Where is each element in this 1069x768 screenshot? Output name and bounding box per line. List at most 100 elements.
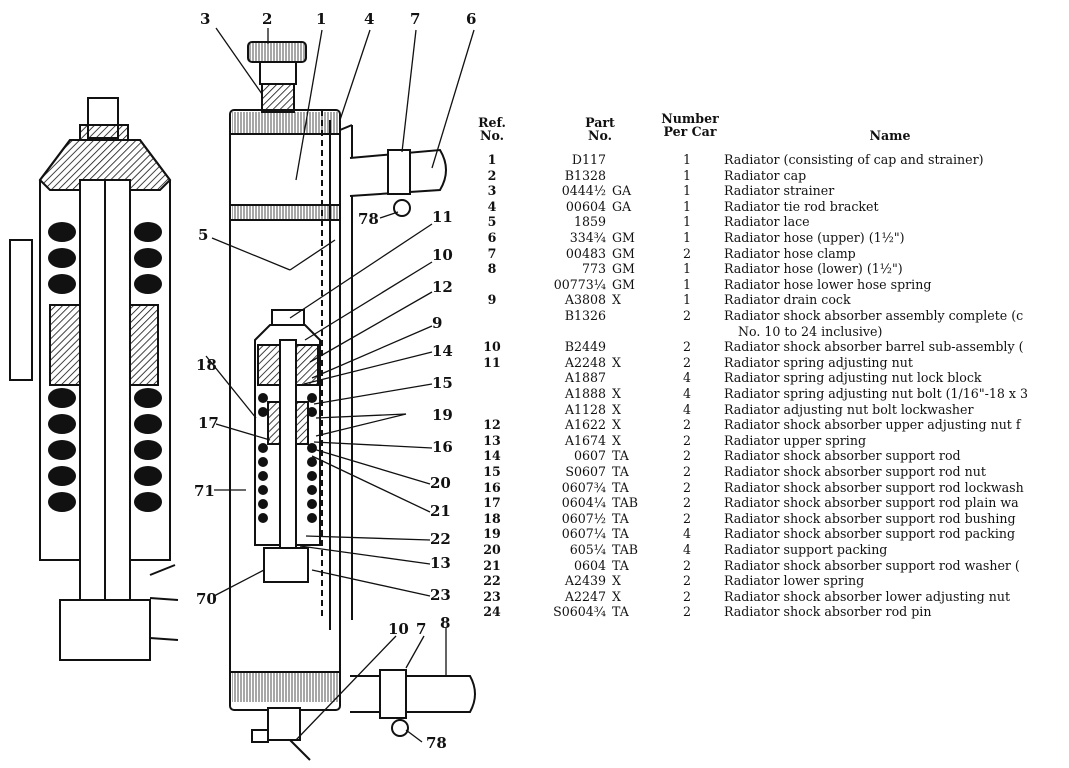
part-no-cell: S0607: [565, 464, 606, 479]
callout-21: 20: [430, 474, 451, 492]
part-no-cell: A2247: [564, 588, 606, 604]
header-part-line2: No.: [587, 128, 613, 143]
ref-cell: 10: [483, 339, 501, 355]
lower-hose: [251, 669, 476, 761]
name-cell: Radiator upper spring: [724, 432, 866, 448]
callout-4: 4: [364, 10, 374, 28]
part-suffix-cell: TA: [612, 464, 629, 479]
name-cell: Radiator shock absorber support rod wash…: [724, 557, 1020, 573]
name-cell: Radiator (consisting of cap and strainer…: [724, 152, 984, 167]
header-number-line1: Number: [661, 111, 719, 126]
callout-15: 14: [432, 342, 453, 360]
callout-14: 13: [430, 554, 451, 572]
callout-11: 10: [432, 246, 453, 264]
callout-5: 5: [198, 226, 208, 244]
part-suffix-cell: TAB: [612, 542, 639, 557]
callout-18: 17: [198, 414, 219, 432]
part-no-cell: 0604¼: [561, 495, 606, 511]
ref-cell: 15: [483, 464, 501, 479]
callout-6: 6: [466, 10, 476, 28]
callout-23: 22: [430, 530, 451, 548]
callout-9: 10: [388, 620, 409, 638]
ref-cell: 16: [483, 479, 501, 495]
ref-cell: 12: [483, 417, 501, 433]
callout-16: 15: [432, 374, 453, 392]
header-ref: Ref. No.: [470, 116, 514, 142]
part-no-cell: S0604¾: [553, 604, 606, 620]
part-no-cell: B2449: [564, 339, 606, 355]
header-number: Number Per Car: [650, 112, 730, 138]
header-part: Part No.: [560, 116, 640, 142]
quantity-cell: 1: [682, 183, 691, 199]
quantity-cell: 4: [682, 370, 691, 386]
part-suffix-cell: TA: [612, 448, 629, 464]
part-suffix-cell: GM: [612, 261, 635, 277]
ref-cell: 1: [487, 152, 497, 167]
ref-cell: 19: [483, 526, 501, 542]
header-name: Name: [869, 128, 911, 143]
quantity-cell: 2: [682, 479, 691, 495]
name-cell: Radiator hose (upper) (1½"): [724, 230, 905, 245]
part-no-cell: 334¾: [569, 230, 606, 245]
part-no-cell: B1328: [564, 167, 606, 183]
callout-7-lower: 7: [416, 620, 426, 638]
part-suffix-cell: TAB: [612, 495, 639, 511]
quantity-cell: 2: [682, 432, 691, 448]
name-cell: Radiator lace: [724, 214, 810, 230]
part-no-cell: A3808: [564, 292, 606, 308]
name-cell: Radiator spring adjusting nut bolt (1/16…: [724, 386, 1029, 401]
quantity-cell: 2: [682, 354, 691, 370]
part-no-cell: 1859: [573, 214, 606, 230]
name-cell: No. 10 to 24 inclusive): [738, 323, 883, 339]
part-no-cell: 00483: [565, 245, 606, 261]
name-cell: Radiator shock absorber barrel sub-assem…: [724, 339, 1024, 355]
ref-cell: 13: [483, 432, 501, 448]
callout-24: 23: [430, 586, 451, 604]
quantity-cell: 1: [682, 167, 691, 183]
callout-leaders: [205, 27, 475, 743]
callout-8: 8: [440, 614, 450, 632]
name-cell: Radiator strainer: [724, 183, 835, 199]
part-no-cell: 00773¼: [553, 276, 606, 292]
part-suffix-cell: TA: [612, 526, 629, 542]
name-cell: Radiator support packing: [724, 542, 888, 557]
shock-absorber-section-view: [9, 97, 179, 661]
ref-cell: 3: [487, 183, 497, 199]
part-suffix-cell: X: [612, 386, 621, 401]
part-no-cell: B1326: [564, 308, 606, 323]
part-suffix-cell: X: [612, 417, 621, 433]
part-suffix-cell: TA: [612, 510, 629, 526]
part-no-cell: 0444½: [561, 183, 606, 199]
part-suffix-cell: GM: [612, 230, 635, 245]
part-suffix-cell: X: [612, 573, 621, 589]
part-suffix-cell: GM: [612, 276, 635, 292]
name-cell: Radiator shock absorber upper adjusting …: [724, 417, 1021, 433]
name-cell: Radiator hose clamp: [724, 245, 856, 261]
quantity-cell: 2: [682, 464, 691, 479]
header-ref-line2: No.: [479, 128, 505, 143]
quantity-cell: 1: [682, 152, 691, 167]
part-no-cell: 605¼: [569, 542, 606, 557]
part-suffix-cell: X: [612, 354, 621, 370]
part-no-cell: A2248: [564, 354, 606, 370]
part-suffix-cell: X: [612, 401, 621, 417]
quantity-cell: 2: [682, 448, 691, 464]
ref-cell: 4: [487, 198, 497, 214]
name-cell: Radiator shock absorber assembly complet…: [724, 308, 1024, 323]
name-cell: Radiator shock absorber lower adjusting …: [724, 588, 1011, 604]
part-suffix-cell: GA: [612, 183, 632, 199]
ref-cell: 24: [483, 604, 501, 620]
quantity-cell: 1: [682, 276, 691, 292]
part-suffix-cell: GM: [612, 245, 635, 261]
quantity-cell: 2: [682, 573, 691, 589]
quantity-cell: 2: [682, 339, 691, 355]
name-cell: Radiator shock absorber support rod plai…: [724, 495, 1019, 511]
quantity-cell: 1: [682, 261, 691, 277]
name-cell: Radiator spring adjusting nut lock block: [724, 370, 982, 386]
part-suffix-cell: X: [612, 432, 621, 448]
header-part-line1: Part: [585, 115, 615, 130]
name-cell: Radiator hose (lower) (1½"): [724, 261, 903, 277]
ref-cell: 5: [487, 214, 497, 230]
part-no-cell: 0604: [573, 557, 606, 573]
quantity-cell: 2: [682, 510, 691, 526]
